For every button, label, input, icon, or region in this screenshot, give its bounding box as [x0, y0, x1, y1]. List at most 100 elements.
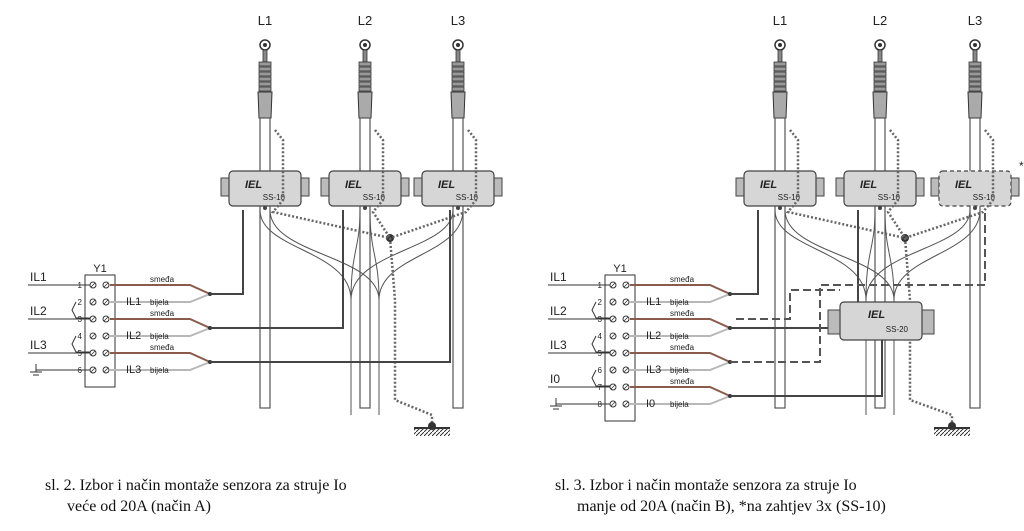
sensor-body — [839, 301, 923, 341]
wire-color-white: bijela — [670, 298, 689, 307]
screw-slot — [623, 333, 629, 339]
signal-label-i0: I0 — [550, 372, 560, 386]
bushing-shed — [258, 71, 272, 77]
bushing-shed — [451, 81, 465, 87]
sensor-model: SS-10 — [363, 193, 386, 202]
sensor-model: SS-10 — [973, 193, 996, 202]
bushing-stem — [777, 49, 783, 63]
sensor-clamp-right — [493, 177, 503, 197]
bushing-stem — [262, 49, 268, 63]
terminal-number-2: 2 — [598, 298, 603, 307]
bushing-shed — [258, 66, 272, 72]
signal-label-il2: IL2 — [30, 304, 47, 318]
bushing-shed — [773, 86, 787, 92]
figure-method-b: L1L2L3IELSS-10IELSS-10IELSS-10*Y11234567… — [548, 13, 1024, 436]
signal-label-il3: IL3 — [30, 338, 47, 352]
bushing-shed — [258, 61, 272, 67]
cable-outline — [774, 209, 867, 415]
bushing-terminal-hole — [456, 43, 460, 47]
bushing-terminal-hole — [973, 43, 977, 47]
terminal-number-4: 4 — [78, 332, 83, 341]
sensor-clamp-left — [735, 177, 745, 197]
screw-slot — [103, 299, 109, 305]
brown-wire — [110, 352, 211, 363]
bushing-shed — [873, 86, 887, 92]
bushing-shed — [968, 81, 982, 87]
screw-slot — [103, 333, 109, 339]
sensor-clamp-right — [300, 177, 310, 197]
ground-wire-dotted — [270, 129, 391, 240]
sensor-lead — [210, 210, 451, 363]
bushing-body — [357, 91, 373, 119]
screw-slot — [90, 333, 96, 339]
ground-point — [428, 422, 436, 430]
bushing-shed — [873, 76, 887, 82]
wire-color-brown: smeđa — [670, 309, 695, 318]
ground-wire-dotted — [903, 237, 954, 428]
caption-right-line1: sl. 3. Izbor i način montaže senzora za … — [555, 477, 857, 494]
bushing-shed — [258, 86, 272, 92]
sensor-model: SS-20 — [886, 325, 909, 334]
wire-color-white: bijela — [150, 332, 169, 341]
bushing-shed — [773, 61, 787, 67]
ground-wire-dotted — [904, 129, 995, 240]
ground-wire-dotted — [785, 129, 906, 240]
terminal-number-2: 2 — [78, 298, 83, 307]
brown-wire — [110, 318, 211, 329]
cable-core — [259, 117, 271, 409]
ground-hatch — [934, 428, 970, 436]
bushing-body — [772, 91, 788, 119]
signal-label-il2: IL2 — [550, 304, 567, 318]
screw-slot — [623, 384, 629, 390]
sensor-output-node — [878, 206, 882, 210]
screw-slot — [610, 333, 616, 339]
white-wire — [630, 395, 731, 405]
screw-slot — [610, 367, 616, 373]
brown-wire — [110, 284, 211, 295]
sensor-lead — [210, 210, 344, 329]
screw-slot — [623, 401, 629, 407]
sensor-brand: IEL — [760, 179, 777, 191]
sensor-brand: IEL — [345, 179, 362, 191]
brown-wire — [630, 284, 731, 295]
cable-outline — [350, 209, 454, 415]
brown-wire — [630, 352, 731, 363]
bushing-shed — [773, 81, 787, 87]
white-wire — [110, 327, 211, 337]
wire-label-il3: IL3 — [126, 364, 141, 376]
bridge-line — [71, 301, 90, 319]
white-wire — [110, 293, 211, 303]
bushing-shed — [258, 81, 272, 87]
signal-label-il3: IL3 — [550, 338, 567, 352]
phase-label-l1: L1 — [258, 13, 272, 28]
white-wire — [630, 361, 731, 371]
screw-slot — [610, 282, 616, 288]
sensor-lead-optional — [736, 289, 840, 320]
ground-wire-dotted — [389, 129, 478, 240]
bushing-shed — [968, 66, 982, 72]
wire-color-white: bijela — [670, 400, 689, 409]
cable-outline — [378, 209, 464, 415]
terminal-number-6: 6 — [598, 366, 603, 375]
sensor-model: SS-10 — [456, 193, 479, 202]
bushing-shed — [358, 61, 372, 67]
sensor-brand: IEL — [955, 179, 972, 191]
bushing-shed — [451, 61, 465, 67]
brown-wire — [630, 318, 731, 329]
signal-label-il1: IL1 — [30, 270, 47, 284]
ground-point — [948, 422, 956, 430]
wire-color-brown: smeđa — [670, 343, 695, 352]
signal-label-il1: IL1 — [550, 270, 567, 284]
cable-outline — [259, 209, 352, 415]
bushing-terminal-hole — [263, 43, 267, 47]
sensor-output-node — [263, 206, 267, 210]
bushing-shed — [451, 66, 465, 72]
sensor-clamp-left — [320, 177, 330, 197]
bushing-terminal-hole — [363, 43, 367, 47]
ground-hatch — [414, 428, 450, 436]
bushing-shed — [968, 76, 982, 82]
